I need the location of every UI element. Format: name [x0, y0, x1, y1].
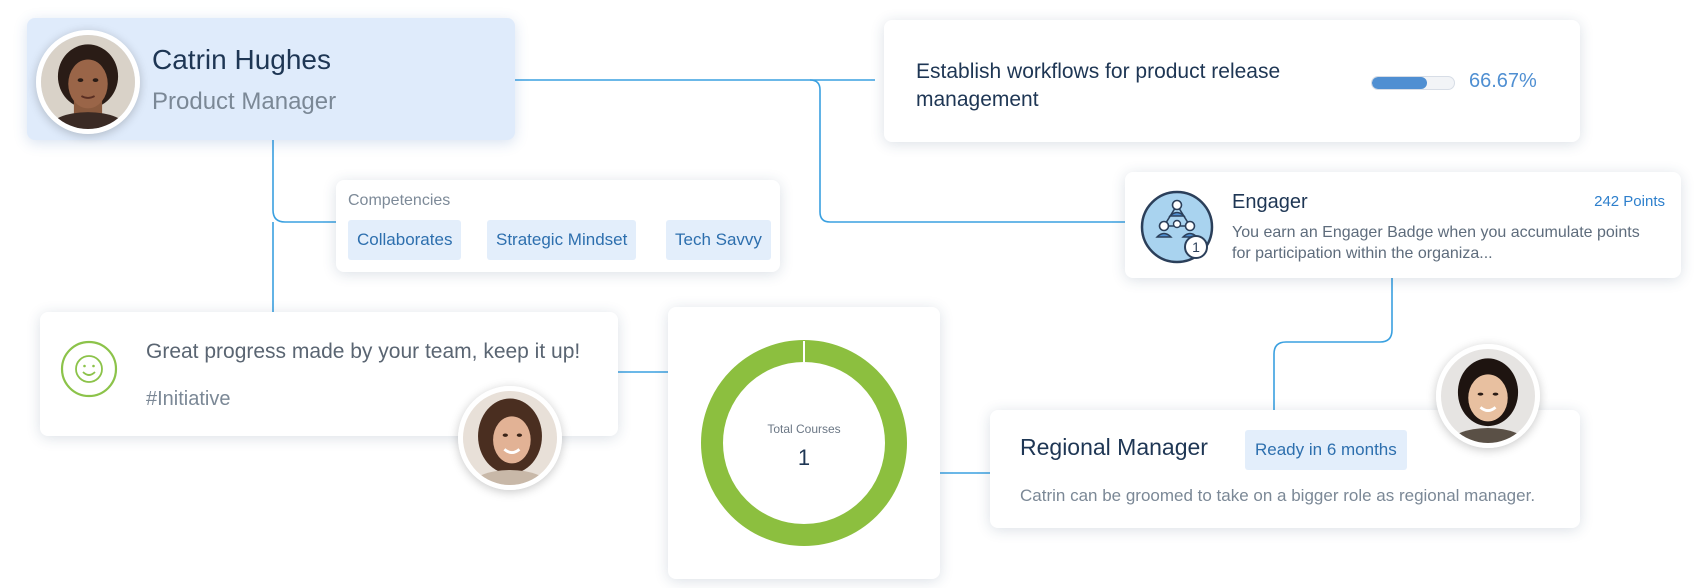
- career-description: Catrin can be groomed to take on a bigge…: [1020, 486, 1536, 505]
- badge-title: Engager: [1232, 191, 1308, 213]
- competency-chip[interactable]: Tech Savvy: [666, 220, 771, 260]
- people-network-badge-icon: 1: [1140, 190, 1214, 264]
- readiness-badge: Ready in 6 months: [1245, 430, 1407, 470]
- goal-progress-percent: 66.67%: [1469, 70, 1537, 92]
- avatar-regional-manager: [1436, 344, 1540, 448]
- badge-card[interactable]: 1 Engager 242 Points You earn an Engager…: [1125, 172, 1681, 278]
- goal-progress-fill: [1372, 77, 1427, 89]
- feed-tag[interactable]: #Initiative: [146, 388, 231, 410]
- profile-card[interactable]: Catrin Hughes Product Manager: [27, 18, 515, 140]
- feed-message: Great progress made by your team, keep i…: [146, 340, 581, 363]
- courses-card[interactable]: Total Courses 1: [668, 307, 940, 579]
- courses-donut-chart: [701, 340, 907, 546]
- profile-name: Catrin Hughes: [152, 44, 331, 75]
- goal-text: Establish workflows for product release …: [916, 60, 1281, 111]
- badge-count: 1: [1192, 239, 1200, 255]
- competency-chip[interactable]: Strategic Mindset: [487, 220, 637, 260]
- avatar-catrin: [36, 30, 140, 134]
- avatar-team-member: [458, 386, 562, 490]
- badge-points: 242 Points: [1594, 193, 1665, 210]
- goal-progress-bar: [1371, 76, 1455, 90]
- profile-role: Product Manager: [152, 88, 337, 115]
- competency-chip[interactable]: Collaborates: [348, 220, 462, 260]
- courses-count: 1: [797, 445, 811, 470]
- competencies-title: Competencies: [348, 192, 451, 209]
- competencies-card: Competencies Collaborates Strategic Mind…: [336, 180, 780, 272]
- goal-card[interactable]: Establish workflows for product release …: [884, 20, 1580, 142]
- career-title: Regional Manager: [1020, 434, 1208, 460]
- courses-label: Total Courses: [767, 422, 841, 436]
- donut-ring: [701, 340, 907, 546]
- badge-description: You earn an Engager Badge when you accum…: [1232, 224, 1640, 262]
- smiley-face-icon: [60, 340, 118, 398]
